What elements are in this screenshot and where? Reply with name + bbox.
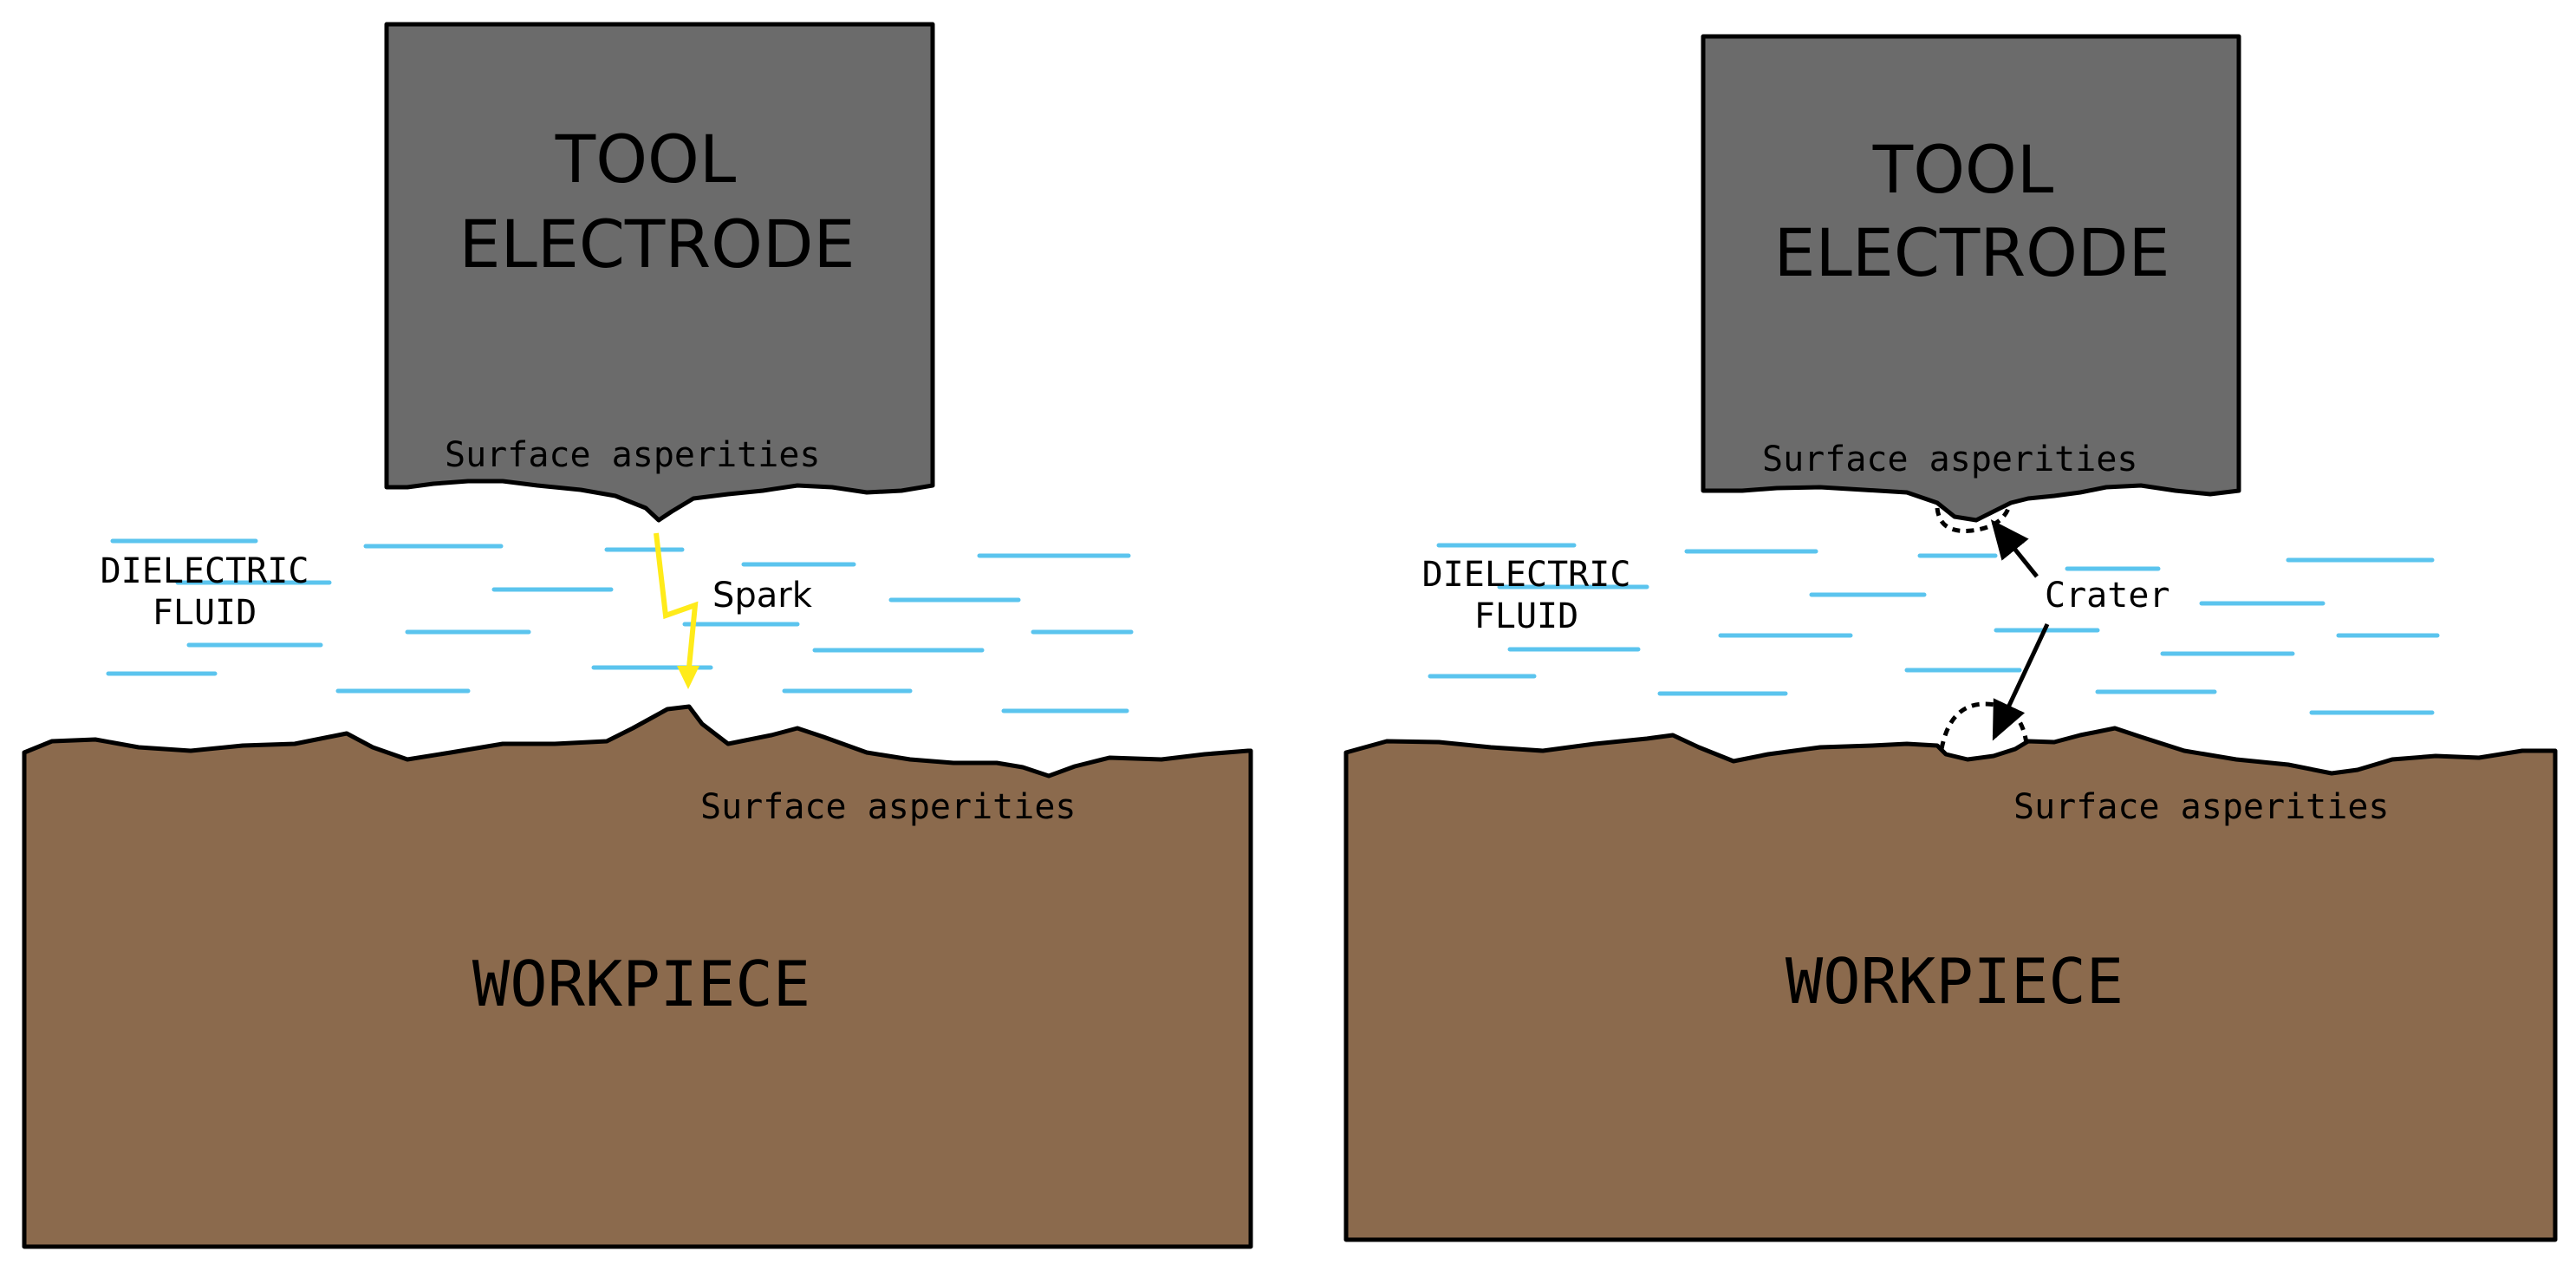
- tool-crater-outline: [1935, 505, 2012, 533]
- workpiece-label: WORKPIECE: [472, 948, 810, 1020]
- dielectric-label-line-2: FLUID: [1474, 596, 1578, 636]
- tool-surface-asperities-label: Surface asperities: [1762, 440, 2137, 479]
- workpiece-block: [22, 704, 1253, 1249]
- dielectric-fluid-lines: [1428, 543, 2440, 715]
- tool-label-line-1: TOOL: [1872, 131, 2053, 208]
- spark-label: Spark: [712, 576, 813, 616]
- workpiece-label: WORKPIECE: [1786, 945, 2124, 1018]
- dielectric-fluid-lines: [106, 538, 1134, 713]
- workpiece-block: [1343, 726, 2558, 1242]
- crater-arrow-to-tool: [1990, 519, 2039, 578]
- workpiece-crater-outline: [1939, 701, 2029, 750]
- spark-bolt: [654, 532, 699, 677]
- tool-label-line-2: ELECTRODE: [1773, 214, 2169, 291]
- tool-electrode-block: [384, 22, 935, 523]
- dielectric-label-line-2: FLUID: [153, 593, 257, 633]
- tool-surface-asperities-label: Surface asperities: [445, 435, 820, 475]
- tool-label-line-1: TOOL: [555, 121, 736, 198]
- workpiece-surface-asperities-label: Surface asperities: [700, 787, 1076, 827]
- dielectric-label-line-1: DIELECTRIC: [101, 551, 309, 591]
- tool-electrode-block: [1701, 34, 2241, 523]
- spark-arrowhead: [677, 666, 699, 689]
- tool-label-line-2: ELECTRODE: [459, 205, 855, 283]
- panel-spark: TOOL ELECTRODE Surface asperities DIELEC…: [22, 22, 1253, 1249]
- workpiece-surface-asperities-label: Surface asperities: [2013, 787, 2389, 827]
- dielectric-label-line-1: DIELECTRIC: [1422, 555, 1631, 595]
- crater-label: Crater: [2045, 576, 2170, 616]
- crater-arrow-to-workpiece: [1992, 622, 2050, 741]
- panel-crater: TOOL ELECTRODE Surface asperities DIELEC…: [1343, 34, 2558, 1242]
